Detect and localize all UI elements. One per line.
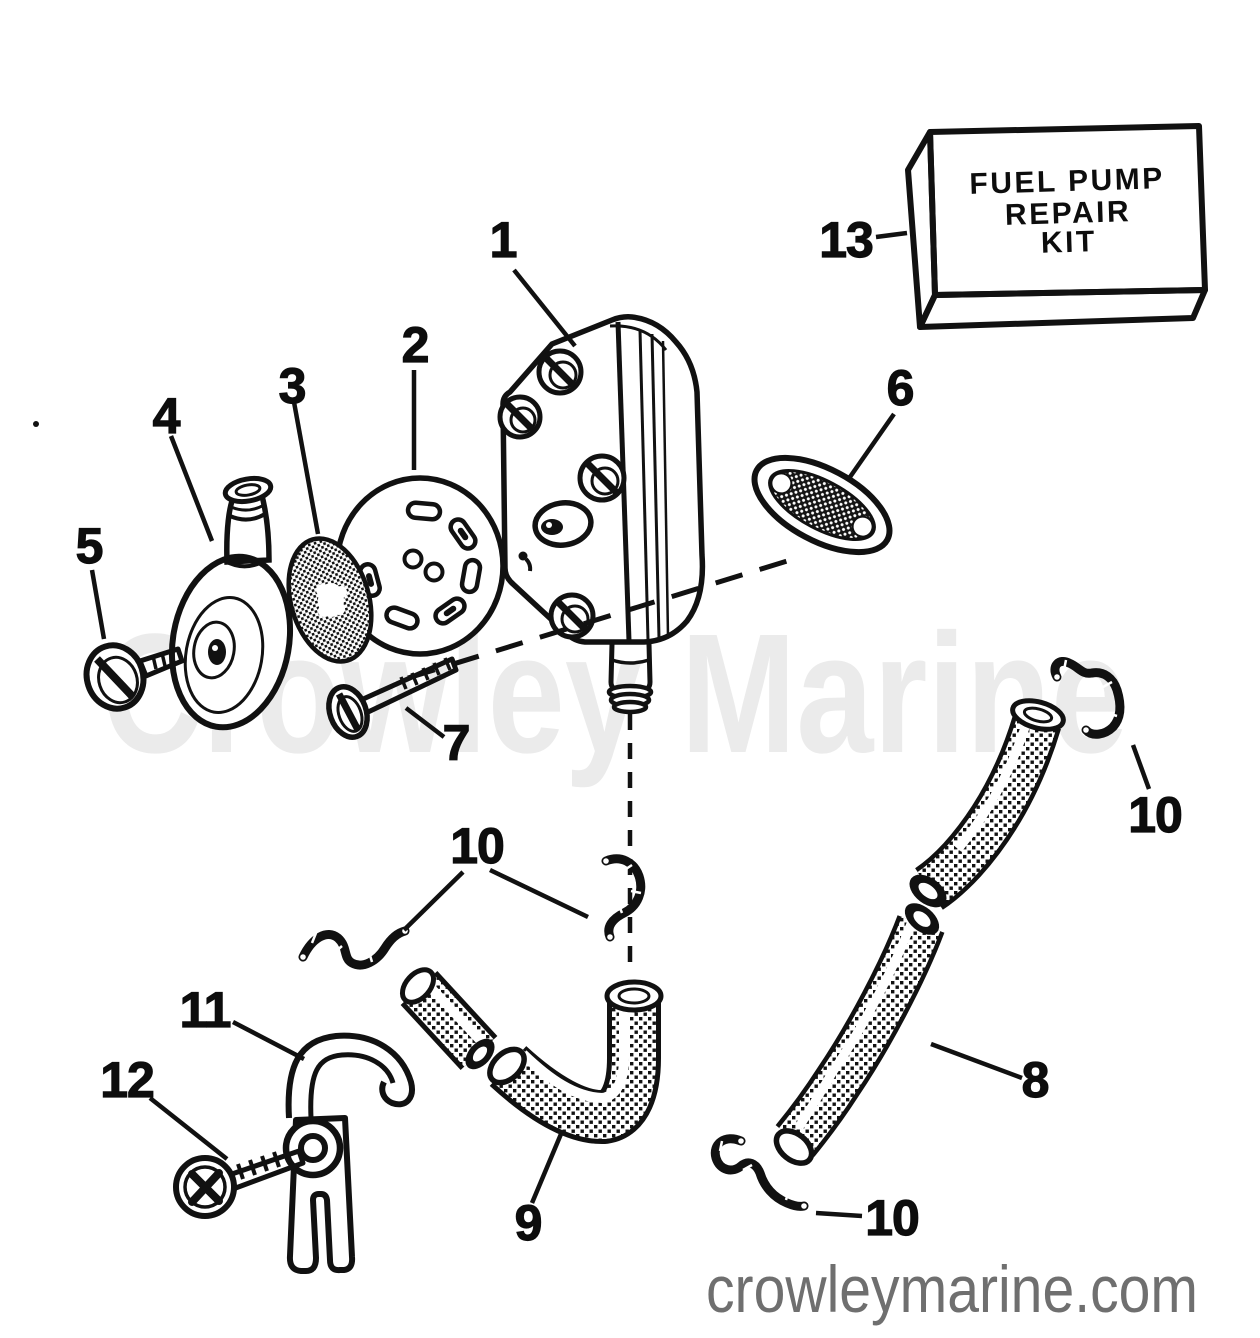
leader-10-left-b — [489, 867, 589, 920]
fuel-hose-lower — [773, 903, 945, 1166]
hose-clamp-right — [1050, 657, 1125, 739]
leader-7 — [404, 706, 446, 739]
alignment-dash-diagonal — [407, 554, 801, 681]
repair-kit-label: FUEL PUMP REPAIR KIT — [969, 162, 1165, 260]
callout-6: 6 — [887, 360, 914, 416]
fuel-pump-body — [497, 314, 706, 715]
leader-4 — [168, 435, 215, 542]
leader-3 — [291, 401, 321, 535]
callout-10-right: 10 — [1128, 787, 1182, 843]
callout-2: 2 — [402, 317, 429, 373]
cover-screw — [83, 642, 185, 712]
filter-cover — [168, 475, 294, 731]
leader-lines — [89, 230, 1152, 1219]
callout-12: 12 — [100, 1052, 154, 1108]
hose-bracket-clamp — [282, 1032, 415, 1274]
callout-10-bottom: 10 — [865, 1190, 919, 1246]
callout-13: 13 — [819, 212, 873, 268]
fuel-hose-upper — [909, 698, 1066, 910]
callout-3: 3 — [279, 358, 306, 414]
kit-box-line3: KIT — [1041, 225, 1098, 260]
callout-5: 5 — [76, 518, 103, 574]
hose-sleeve — [399, 967, 498, 1070]
callout-7: 7 — [443, 715, 470, 771]
callout-10-left: 10 — [450, 818, 504, 874]
leader-8 — [930, 1041, 1023, 1081]
callout-9: 9 — [515, 1195, 542, 1251]
repair-kit-box: FUEL PUMP REPAIR KIT — [905, 123, 1208, 330]
leader-12 — [148, 1096, 229, 1161]
filter-screen — [286, 536, 374, 664]
callout-4: 4 — [153, 388, 181, 444]
elbow-hose — [487, 979, 664, 1144]
pump-screw-left — [497, 394, 543, 440]
callout-8: 8 — [1022, 1052, 1049, 1108]
pump-boss-port — [532, 500, 594, 548]
leader-13 — [875, 230, 908, 240]
pump-screw-top — [536, 348, 584, 396]
hose-clamp-left — [298, 926, 410, 970]
hose-clamp-middle — [601, 854, 646, 942]
leader-9 — [529, 1133, 564, 1204]
gasket-plate-disc — [334, 475, 506, 657]
ink-speck — [33, 421, 39, 427]
kit-box-line2: REPAIR — [1005, 195, 1132, 232]
leader-10-left-a — [402, 870, 465, 932]
leader-1 — [512, 268, 577, 348]
pump-screw-middle — [577, 453, 627, 503]
callout-1: 1 — [490, 212, 517, 268]
leader-6 — [848, 412, 896, 479]
leader-5 — [89, 569, 107, 640]
pump-casting-mark — [518, 551, 533, 572]
footer-watermark-text: crowleymarine.com — [706, 1252, 1198, 1326]
kit-box-line1: FUEL PUMP — [969, 162, 1165, 201]
pump-outlet-fitting — [606, 643, 654, 715]
callout-11: 11 — [180, 982, 231, 1038]
leader-10-bottom — [815, 1210, 863, 1219]
pump-screw-bottom — [548, 592, 596, 640]
bracket-screw — [173, 1147, 306, 1219]
mounting-screw-long — [326, 656, 459, 740]
leader-11 — [231, 1020, 306, 1061]
pump-gasket-oval — [751, 454, 893, 556]
leader-10-right — [1130, 744, 1152, 790]
hose-clamp-bottom — [710, 1134, 809, 1211]
